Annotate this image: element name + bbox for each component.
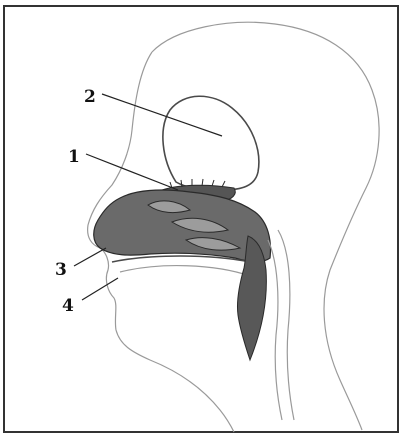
callout-label-3: 3 (55, 260, 67, 280)
callout-label-1: 1 (68, 147, 80, 167)
callout-label-2: 2 (84, 87, 96, 107)
callout-label-4: 4 (62, 296, 74, 316)
